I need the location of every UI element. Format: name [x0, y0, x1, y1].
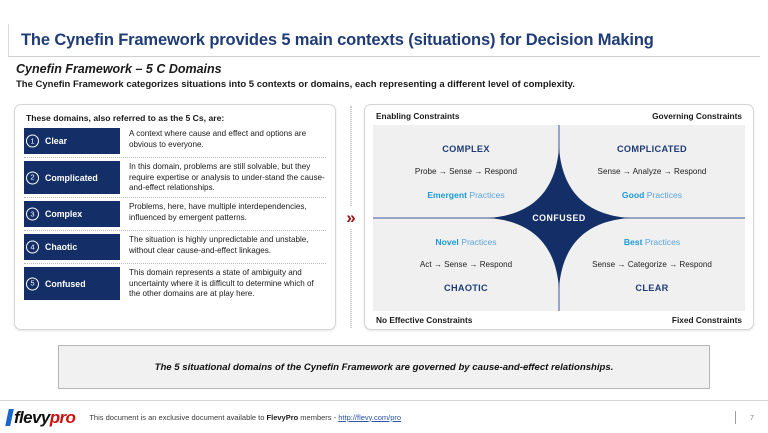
footer-separator	[735, 410, 736, 424]
panel-divider: »	[344, 106, 358, 328]
domains-list-heading: These domains, also referred to as the 5…	[26, 113, 225, 123]
domain-description: In this domain, problems are still solva…	[129, 162, 325, 193]
quadrant-practice-suffix: Practices	[458, 236, 497, 247]
quadrant-practice: Novel Practices	[435, 237, 496, 247]
domain-row[interactable]: 3 Complex Problems, here, have multiple in…	[24, 201, 326, 232]
domain-chip[interactable]: 5 Confused	[24, 267, 120, 301]
quadrant-practice-keyword: Novel	[435, 236, 459, 247]
domain-chip[interactable]: 1 Clear	[24, 128, 120, 154]
domain-description: The situation is highly unpredictable an…	[129, 235, 309, 255]
quadrant-flow: Probe → Sense → Respond	[414, 167, 518, 176]
footer-note: This document is an exclusive document a…	[89, 413, 401, 422]
footer-note-brand: FlevyPro	[266, 412, 299, 422]
domain-number-badge: 4	[26, 240, 39, 254]
logo-pro-text: pro	[49, 407, 76, 427]
logo-flevy-text: flevy	[14, 407, 50, 427]
domain-number-badge: 1	[26, 134, 39, 148]
quadrant-practice: Emergent Practices	[427, 190, 504, 200]
quadrant-flow: Act → Sense → Respond	[419, 260, 513, 269]
top-constraints-row: Enabling Constraints Governing Constrain…	[373, 111, 745, 121]
quadrant-flow: Sense → Categorize → Respond	[592, 260, 712, 269]
domain-row[interactable]: 4 Chaotic The situation is highly unpredic…	[24, 234, 326, 265]
quadrant-title: CLEAR	[635, 282, 669, 293]
governing-constraints-label: Governing Constraints	[652, 111, 742, 121]
bottom-constraints-row: No Effective Constraints Fixed Constrain…	[373, 315, 745, 325]
quadrant-title: COMPLEX	[442, 143, 490, 154]
domain-name-label: Chaotic	[45, 242, 78, 253]
domain-number-badge: 3	[26, 207, 39, 221]
quadrant-flow: Sense → Analyze → Respond	[597, 167, 707, 176]
quadrant-title: CHAOTIC	[444, 282, 488, 293]
quadrant-practice-suffix: Practices	[644, 189, 683, 200]
domain-name-label: Complex	[45, 209, 83, 220]
footer-note-middle: members -	[298, 412, 339, 422]
domain-row[interactable]: 1 Clear A context where cause and effect a…	[24, 128, 326, 158]
enabling-constraints-label: Enabling Constraints	[376, 111, 460, 121]
domain-name-label: Complicated	[45, 172, 98, 183]
domain-description: A context where cause and effect and opt…	[129, 129, 307, 149]
domain-description: This domain represents a state of ambigu…	[129, 268, 314, 299]
domain-name-label: Confused	[45, 278, 86, 289]
domain-chip[interactable]: 3 Complex	[24, 201, 120, 228]
quadrant-practice-keyword: Good	[621, 189, 645, 200]
quadrant-practice: Best Practices	[624, 237, 680, 247]
key-takeaway-box: The 5 situational domains of the Cynefin…	[58, 345, 710, 389]
domain-chip[interactable]: 4 Chaotic	[24, 234, 120, 261]
domain-description: Problems, here, have multiple interdepen…	[129, 202, 307, 222]
page-title: The Cynefin Framework provides 5 main co…	[21, 30, 654, 49]
no-effective-constraints-label: No Effective Constraints	[376, 315, 473, 325]
quadrant-practice-suffix: Practices	[642, 236, 681, 247]
logo-bar-icon	[5, 408, 14, 426]
slide-title-bar: The Cynefin Framework provides 5 main co…	[8, 24, 760, 57]
footer-note-prefix: This document is an exclusive document a…	[89, 412, 267, 422]
quadrant-practice-keyword: Best	[623, 236, 643, 247]
quadrant-practice-suffix: Practices	[466, 189, 505, 200]
domains-list: 1 Clear A context where cause and effect a…	[24, 128, 326, 301]
fixed-constraints-label: Fixed Constraints	[671, 315, 742, 325]
key-takeaway-text: The 5 situational domains of the Cynefin…	[154, 361, 614, 373]
domains-list-card: These domains, also referred to as the 5…	[14, 104, 336, 330]
domain-number-badge: 5	[26, 277, 39, 291]
domain-row[interactable]: 5 Confused This domain represents a state …	[24, 267, 326, 301]
domain-row[interactable]: 2 Complicated In this domain, problems are…	[24, 161, 326, 199]
domain-number-badge: 2	[26, 171, 39, 184]
domain-name-label: Clear	[45, 136, 68, 146]
quadrant-title: COMPLICATED	[617, 143, 687, 154]
center-confused-label: CONFUSED	[532, 213, 586, 223]
domain-chip[interactable]: 2 Complicated	[24, 161, 120, 195]
quadrant-practice-keyword: Emergent	[427, 189, 467, 200]
footer-link[interactable]: http://flevy.com/pro	[338, 412, 402, 422]
section-subtitle: Cynefin Framework – 5 C Domains	[16, 62, 222, 76]
page-number: 7	[749, 412, 754, 422]
double-chevron-right-icon: »	[346, 205, 356, 229]
section-lead-text: The Cynefin Framework categorizes situat…	[16, 79, 575, 90]
cynefin-diagram-card: Enabling Constraints Governing Constrain…	[364, 104, 754, 330]
quadrant-practice: Good Practices	[622, 190, 682, 200]
